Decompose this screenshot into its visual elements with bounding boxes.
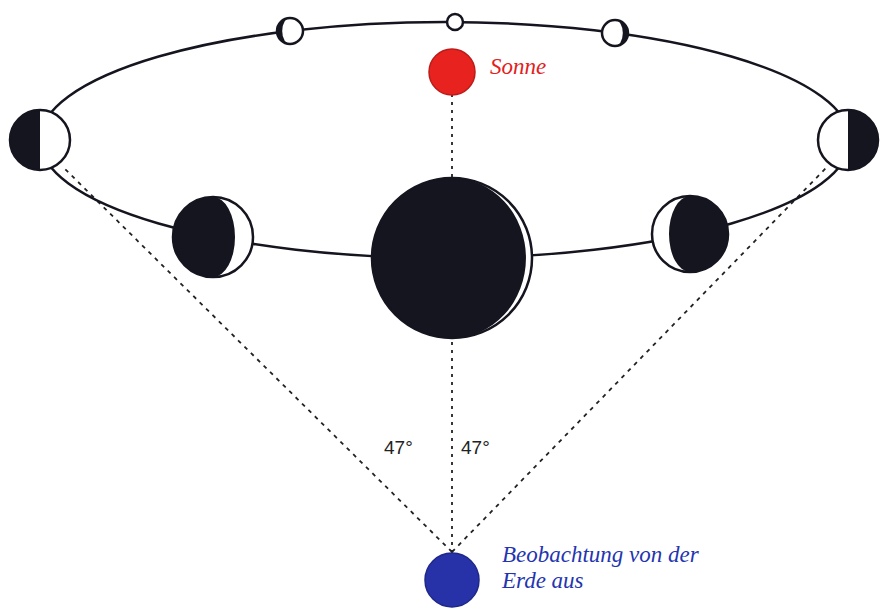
venus-lit bbox=[40, 110, 70, 170]
venus-phase bbox=[447, 14, 463, 30]
venus-shadow bbox=[10, 110, 70, 170]
angle-label: 47° bbox=[459, 437, 492, 459]
earth-circle bbox=[424, 552, 480, 608]
observer-note: Beobachtung von der Erde aus bbox=[502, 542, 737, 595]
venus-shadow bbox=[173, 197, 253, 277]
venus-outline bbox=[277, 18, 303, 44]
venus-shadow bbox=[372, 178, 532, 338]
venus-lit bbox=[452, 178, 532, 338]
venus-outline bbox=[372, 178, 532, 338]
venus-outline bbox=[652, 196, 728, 272]
venus-outline bbox=[10, 110, 70, 170]
venus-outline bbox=[602, 20, 628, 46]
sun-label: Sonne bbox=[490, 54, 620, 80]
venus-phase bbox=[372, 178, 532, 338]
venus-phase bbox=[173, 197, 253, 277]
venus-phase bbox=[10, 110, 70, 170]
venus-outline bbox=[173, 197, 253, 277]
venus-full bbox=[447, 14, 463, 30]
sun-circle bbox=[429, 49, 475, 95]
earth-circle bbox=[425, 553, 479, 607]
venus-shadow bbox=[602, 20, 628, 46]
sun-circle bbox=[428, 48, 476, 96]
angle-label: 47° bbox=[382, 437, 415, 459]
venus-shadow bbox=[277, 18, 303, 44]
venus-lit bbox=[652, 196, 690, 272]
venus-phase bbox=[602, 20, 628, 46]
venus-phase bbox=[277, 18, 303, 44]
venus-shadow bbox=[652, 196, 728, 272]
venus-shadow bbox=[818, 110, 878, 170]
earth-node: Beobachtung von der Erde aus bbox=[424, 552, 480, 608]
venus-phase bbox=[818, 110, 878, 170]
venus-phase bbox=[652, 196, 728, 272]
venus-lit bbox=[818, 110, 848, 170]
venus-outline bbox=[818, 110, 878, 170]
venus-lit bbox=[213, 197, 253, 277]
sun-node: Sonne bbox=[428, 48, 476, 96]
